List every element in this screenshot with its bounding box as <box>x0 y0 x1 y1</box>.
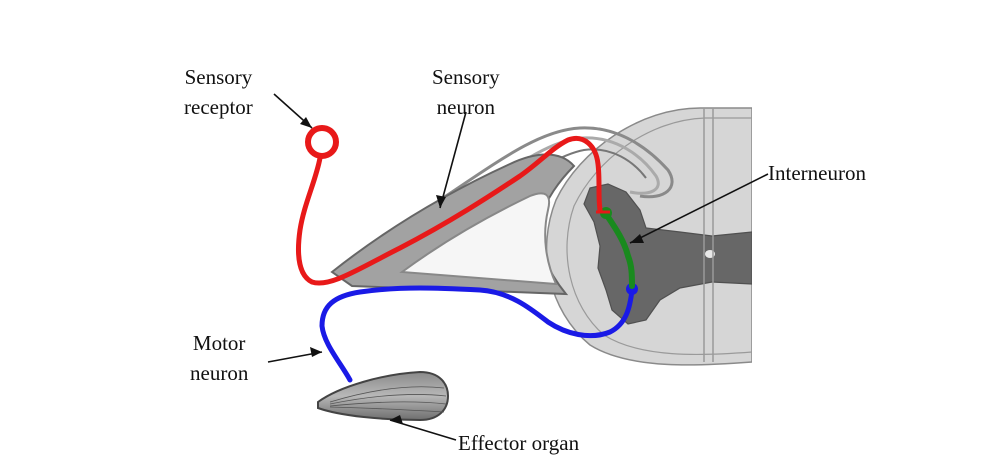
sensory-neuron <box>296 136 603 286</box>
label-line: receptor <box>184 95 253 119</box>
label-line: Sensory <box>184 65 253 89</box>
label-effector-organ: Effector organ <box>458 428 579 458</box>
label-line: Effector organ <box>458 431 580 455</box>
arrow-sensory-neuron <box>439 111 467 209</box>
label-line: Interneuron <box>768 161 866 185</box>
label-interneuron: Interneuron <box>768 158 866 188</box>
spinal-cord <box>545 107 752 366</box>
label-motor-neuron: Motor neuron <box>190 328 248 388</box>
motor-neuron <box>319 285 635 383</box>
arrow-interneuron <box>629 173 769 244</box>
ganglion-inner <box>399 192 558 286</box>
arrowheads <box>300 117 644 424</box>
sensory-receptor-ring <box>305 125 339 159</box>
label-line: Motor <box>192 331 246 355</box>
interneuron <box>603 211 635 289</box>
label-line: Sensory <box>432 65 500 89</box>
label-sensory-receptor: Sensory receptor <box>184 62 253 122</box>
leader-lines <box>267 93 769 441</box>
cord-outline-inner <box>566 117 752 356</box>
label-line: neuron <box>190 361 249 385</box>
label-line: neuron <box>436 95 495 119</box>
label-sensory-neuron: Sensory neuron <box>432 62 500 122</box>
effector-organ <box>317 370 450 422</box>
